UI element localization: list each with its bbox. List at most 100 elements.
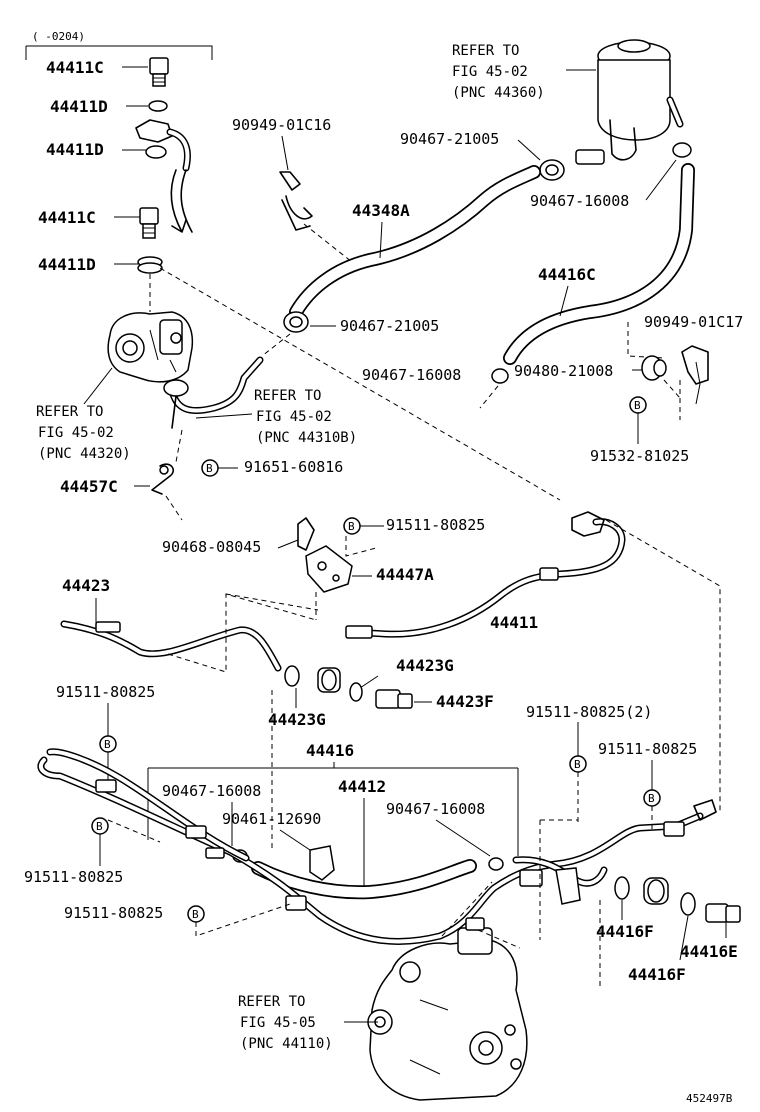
part-90467-16008-l-label: 90467-16008 — [162, 782, 261, 800]
steering-gear-box — [367, 917, 528, 1101]
return-hose-44412 — [251, 859, 477, 900]
part-44423F-label: 44423F — [436, 692, 494, 711]
part-91511-80825-c-label: 91511-80825 — [598, 740, 697, 758]
svg-text:FIG 45-02: FIG 45-02 — [256, 409, 332, 425]
svg-text:B: B — [192, 908, 199, 921]
part-90468-08045-label: 90468-08045 — [162, 538, 261, 556]
pipe-assembly-44416 — [37, 748, 717, 945]
part-44416E-label: 44416E — [680, 942, 738, 961]
gasket-44416F-a — [614, 876, 630, 900]
part-44411C-mid-label: 44411C — [38, 208, 96, 227]
hose-clamp-90467-16008-mid — [491, 368, 509, 384]
clamp-90461-12690 — [309, 845, 335, 881]
part-44412-label: 44412 — [338, 777, 386, 796]
part-91532-81025-label: 91532-81025 — [590, 447, 689, 465]
reservoir-tank — [575, 39, 684, 165]
ref-pump: REFER TO FIG 45-02 (PNC 44320) — [36, 404, 131, 462]
union-fitting-44416 — [643, 877, 669, 905]
part-44411C-top-label: 44411C — [46, 58, 104, 77]
part-44411-label: 44411 — [490, 613, 538, 632]
clip-90949-01C17 — [681, 345, 709, 405]
part-90467-16008-r-label: 90467-16008 — [386, 800, 485, 818]
spring-gasket-44411D-3 — [137, 256, 163, 274]
part-90480-21008-label: 90480-21008 — [514, 362, 613, 380]
part-44348A-label: 44348A — [352, 201, 410, 220]
svg-text:(PNC 44110): (PNC 44110) — [240, 1036, 333, 1052]
svg-text:FIG 45-05: FIG 45-05 — [240, 1015, 316, 1031]
svg-text:B: B — [104, 738, 111, 751]
svg-text:B: B — [648, 792, 655, 805]
union-bolt-44423F — [375, 689, 413, 709]
svg-text:B: B — [634, 399, 641, 412]
svg-text:(PNC 44310B): (PNC 44310B) — [256, 430, 357, 446]
pressure-pipe-44310B — [163, 356, 264, 429]
svg-text:FIG 45-02: FIG 45-02 — [38, 425, 114, 441]
gasket-44411D-1 — [148, 100, 168, 112]
bracket-44447A — [305, 545, 353, 593]
part-44447A-label: 44447A — [376, 565, 434, 584]
svg-text:FIG 45-02: FIG 45-02 — [452, 64, 528, 80]
gasket-44411D-2 — [145, 145, 167, 159]
eye-fitting — [135, 119, 191, 172]
power-steering-pump — [107, 311, 194, 383]
grommet-90480-21008 — [641, 355, 667, 381]
part-91511-80825-e-label: 91511-80825 — [64, 904, 163, 922]
part-44416F-a-label: 44416F — [596, 922, 654, 941]
date-range-label: ( -0204) — [32, 30, 85, 43]
part-44423-label: 44423 — [62, 576, 110, 595]
svg-text:(PNC 44360): (PNC 44360) — [452, 85, 545, 101]
pipe-44423 — [60, 620, 282, 672]
part-91511-80825-d-label: 91511-80825 — [24, 868, 123, 886]
return-hose-44416C — [503, 163, 695, 365]
figure-id: 452497B — [686, 1092, 733, 1105]
part-44416C-label: 44416C — [538, 265, 596, 284]
part-91511-80825-a-label: 91511-80825 — [386, 516, 485, 534]
date-bracket — [26, 45, 213, 60]
union-bolt-44411C-mid — [139, 207, 159, 239]
svg-text:REFER TO: REFER TO — [238, 994, 305, 1010]
pressure-pipe-44411 — [345, 511, 626, 639]
hose-clamp-90467-16008-top — [672, 142, 692, 158]
clip-90468-08045 — [297, 517, 315, 551]
part-44411D-2-label: 44411D — [46, 140, 104, 159]
svg-text:B: B — [574, 758, 581, 771]
hose-clamp-90467-21005-low — [283, 311, 309, 333]
part-44416-label: 44416 — [306, 741, 354, 760]
gasket-44423G-a — [349, 682, 363, 702]
part-90949-01C17-label: 90949-01C17 — [644, 313, 743, 331]
ref-gear: REFER TO FIG 45-05 (PNC 44110) — [238, 994, 333, 1052]
hose-clamp-90467-21005-top — [539, 159, 565, 181]
svg-text:B: B — [206, 462, 213, 475]
gasket-44416F-b — [680, 892, 696, 916]
part-91511-80825-b-label: 91511-80825 — [56, 683, 155, 701]
assembly-arrow — [170, 169, 187, 233]
union-bolt-44416E — [705, 903, 741, 923]
svg-text:REFER TO: REFER TO — [254, 388, 321, 404]
union-bolt-44411C-top — [149, 57, 169, 87]
clamp-44457C — [151, 463, 175, 495]
part-44423G-a-label: 44423G — [396, 656, 454, 675]
part-44423G-b-label: 44423G — [268, 710, 326, 729]
part-91651-60816-label: 91651-60816 — [244, 458, 343, 476]
part-90467-21005-top-label: 90467-21005 — [400, 130, 499, 148]
hose-clamp-90467-16008-r — [488, 857, 504, 871]
hose-44348A — [289, 165, 541, 319]
clip-90949-01C16 — [279, 171, 313, 231]
part-44416F-b-label: 44416F — [628, 965, 686, 984]
svg-text:B: B — [348, 520, 355, 533]
part-91511-80825-2-label: 91511-80825(2) — [526, 703, 652, 721]
part-44457C-label: 44457C — [60, 477, 118, 496]
part-90467-16008-top-label: 90467-16008 — [530, 192, 629, 210]
gasket-44423G-b — [284, 665, 300, 687]
svg-text:REFER TO: REFER TO — [452, 43, 519, 59]
part-44411D-3-label: 44411D — [38, 255, 96, 274]
part-90467-21005-low-label: 90467-21005 — [340, 317, 439, 335]
part-90461-12690-label: 90461-12690 — [222, 810, 321, 828]
svg-text:(PNC 44320): (PNC 44320) — [38, 446, 131, 462]
union-44423-fitting — [317, 667, 341, 693]
part-90467-16008-mid-label: 90467-16008 — [362, 366, 461, 384]
ref-reservoir: REFER TO FIG 45-02 (PNC 44360) — [452, 43, 545, 101]
part-90949-01C16-label: 90949-01C16 — [232, 116, 331, 134]
svg-text:REFER TO: REFER TO — [36, 404, 103, 420]
